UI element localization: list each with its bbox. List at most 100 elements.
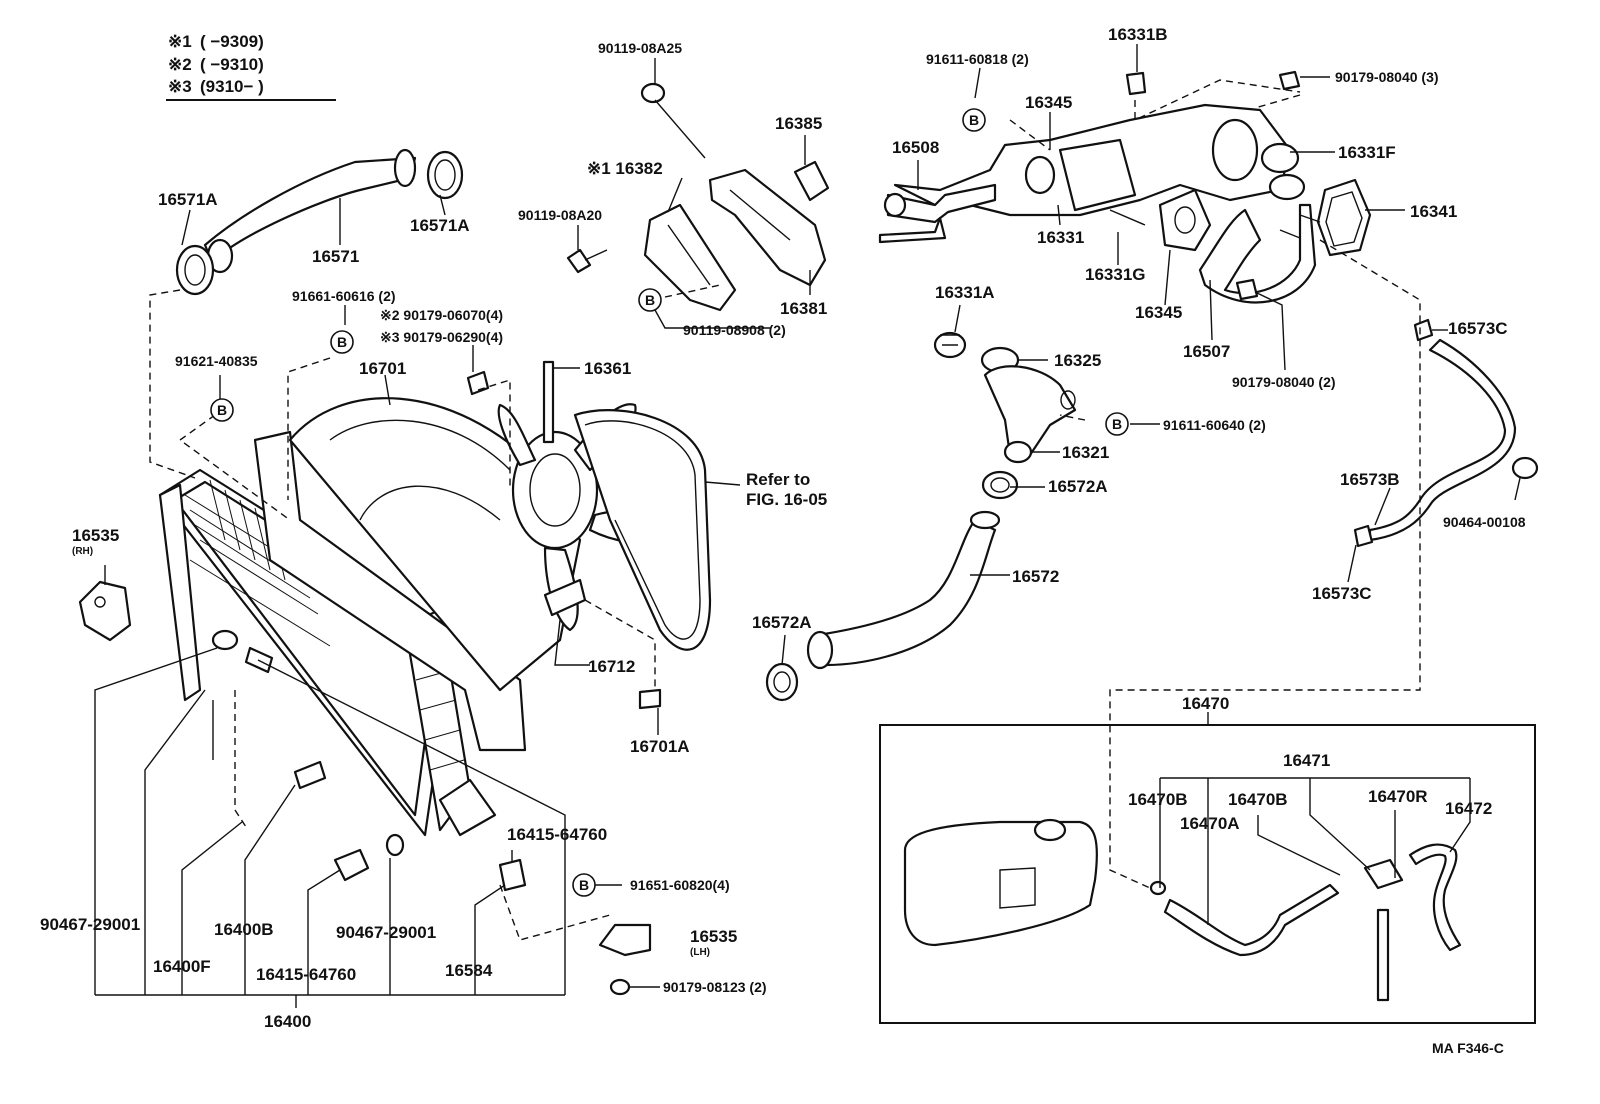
reserve-tank-box	[879, 724, 1536, 1024]
label-90119-08908: 90119-08908 (2)	[683, 322, 786, 338]
label-16572A-bottom: 16572A	[752, 613, 812, 632]
upper-hose-clamp-right	[426, 150, 464, 200]
label-91621-40835: 91621-40835	[175, 353, 258, 369]
bolt-90119-08A25	[640, 82, 706, 159]
label-90119-08A25: 90119-08A25	[598, 40, 682, 56]
label-refer-fig: FIG. 16-05	[746, 490, 827, 509]
legend-row-1-mark: ※1	[168, 32, 192, 51]
label-16331F: 16331F	[1338, 143, 1396, 162]
legend-row-1-range: ( −9309)	[200, 32, 264, 51]
svg-text:B: B	[645, 292, 655, 308]
label-16471: 16471	[1283, 751, 1330, 770]
label-90119-08A20: 90119-08A20	[518, 207, 602, 223]
svg-text:B: B	[1112, 416, 1122, 432]
label-16331B: 16331B	[1108, 25, 1168, 44]
nut-90179-08040-3	[1278, 70, 1301, 91]
bracket-16382	[643, 203, 737, 312]
label-16507: 16507	[1183, 342, 1230, 361]
label-16572: 16572	[1012, 567, 1059, 586]
fan-shroud-frame	[253, 430, 527, 752]
svg-text:B: B	[579, 877, 589, 893]
thermostat-16331A	[933, 331, 967, 359]
label-16331G: 16331G	[1085, 265, 1146, 284]
label-16535-rh-note: (RH)	[72, 546, 93, 557]
label-16470R: 16470R	[1368, 787, 1428, 806]
label-16341: 16341	[1410, 202, 1457, 221]
label-refer-to: Refer to	[746, 470, 810, 489]
label-16345-bottom: 16345	[1135, 303, 1182, 322]
label-16400B: 16400B	[214, 920, 274, 939]
svg-text:B: B	[969, 112, 979, 128]
label-16400: 16400	[264, 1012, 311, 1031]
clip-90467-29001-mid	[385, 833, 405, 857]
label-90467-29001-mid: 90467-29001	[336, 923, 436, 942]
drain-plug-16415-64760	[333, 848, 370, 882]
label-16470A: 16470A	[1180, 814, 1240, 833]
label-16571: 16571	[312, 247, 359, 266]
bolt-marker-91661-60616: B	[330, 330, 354, 354]
stud-16331G	[1109, 209, 1146, 226]
reserve-tank-joint-16471	[1363, 858, 1404, 890]
bolt-90119-08A20	[566, 248, 608, 274]
label-16535-rh: 16535	[72, 526, 119, 545]
label-90179-08040-2: 90179-08040 (2)	[1232, 374, 1336, 390]
bolt-marker-90119-08908: B	[638, 288, 662, 312]
label-16573C-top: 16573C	[1448, 319, 1508, 338]
label-16470B-mid: 16470B	[1228, 790, 1288, 809]
gasket-16345-top	[1058, 138, 1137, 212]
label-16400F: 16400F	[153, 957, 211, 976]
reserve-tank-body	[903, 820, 1098, 947]
label-91611-60818: 91611-60818 (2)	[926, 51, 1029, 67]
clamp-16573C-top	[1413, 318, 1434, 342]
fan-blade-4	[497, 403, 537, 467]
label-91651-60820: 91651-60820(4)	[630, 877, 730, 893]
bolt-markers: B B B B B B	[210, 108, 1129, 897]
nut-90179	[466, 370, 490, 396]
label-90179-08123: 90179-08123 (2)	[663, 979, 767, 995]
upper-hose-body	[203, 156, 417, 264]
label-16331A: 16331A	[935, 283, 995, 302]
label-16325: 16325	[1054, 351, 1101, 370]
figure-code: MA F346-C	[1432, 1040, 1504, 1056]
reserve-tank-cap	[1033, 818, 1067, 842]
label-16712: 16712	[588, 657, 635, 676]
svg-text:B: B	[217, 402, 227, 418]
label-16472: 16472	[1445, 799, 1492, 818]
label-16470B-left: 16470B	[1128, 790, 1188, 809]
reserve-tank-hose-16470A	[1163, 883, 1340, 957]
label-16331: 16331	[1037, 228, 1084, 247]
radiator-cap	[211, 629, 239, 651]
label-16584: 16584	[445, 961, 493, 980]
radiator-lower-bracket	[438, 778, 497, 837]
label-16573C-bottom: 16573C	[1312, 584, 1372, 603]
label-16345-top: 16345	[1025, 93, 1072, 112]
overflow-hose-16573B	[1368, 338, 1517, 542]
svg-text:B: B	[337, 334, 347, 350]
bolt-marker-91611-60818: B	[962, 108, 986, 132]
label-91661-60616: 91661-60616 (2)	[292, 288, 396, 304]
bolt-marker-91651-60820: B	[572, 873, 596, 897]
cushion-16584	[498, 850, 527, 892]
label-16571A-right: 16571A	[410, 216, 470, 235]
upper-hose-end	[393, 148, 417, 188]
gasket-16345-bottom	[1158, 188, 1212, 252]
legend-row-3-range: (9310− )	[200, 77, 264, 96]
label-16382: ※1 16382	[587, 159, 663, 178]
clip-16701A	[638, 688, 662, 710]
dashed-assembly-lines	[149, 79, 1421, 941]
fan-belt	[573, 409, 712, 651]
upper-hose	[203, 148, 417, 274]
label-90179-08040-3: 90179-08040 (3)	[1335, 69, 1439, 85]
label-16470: 16470	[1182, 694, 1229, 713]
label-90467-29001-left: 90467-29001	[40, 915, 140, 934]
radiator-mesh	[184, 479, 331, 647]
label-16701A: 16701A	[630, 737, 690, 756]
water-outlet-assembly	[878, 103, 1300, 244]
upper-hose-clamp-left	[175, 244, 215, 296]
nut-90179-08123	[609, 978, 631, 996]
clamp-16573C-bottom	[1353, 524, 1374, 548]
bracket-16535-rh	[78, 580, 132, 642]
bypass-pipe-16508	[886, 183, 997, 224]
label-16415-64760-bottom: 16415-64760	[256, 965, 356, 984]
